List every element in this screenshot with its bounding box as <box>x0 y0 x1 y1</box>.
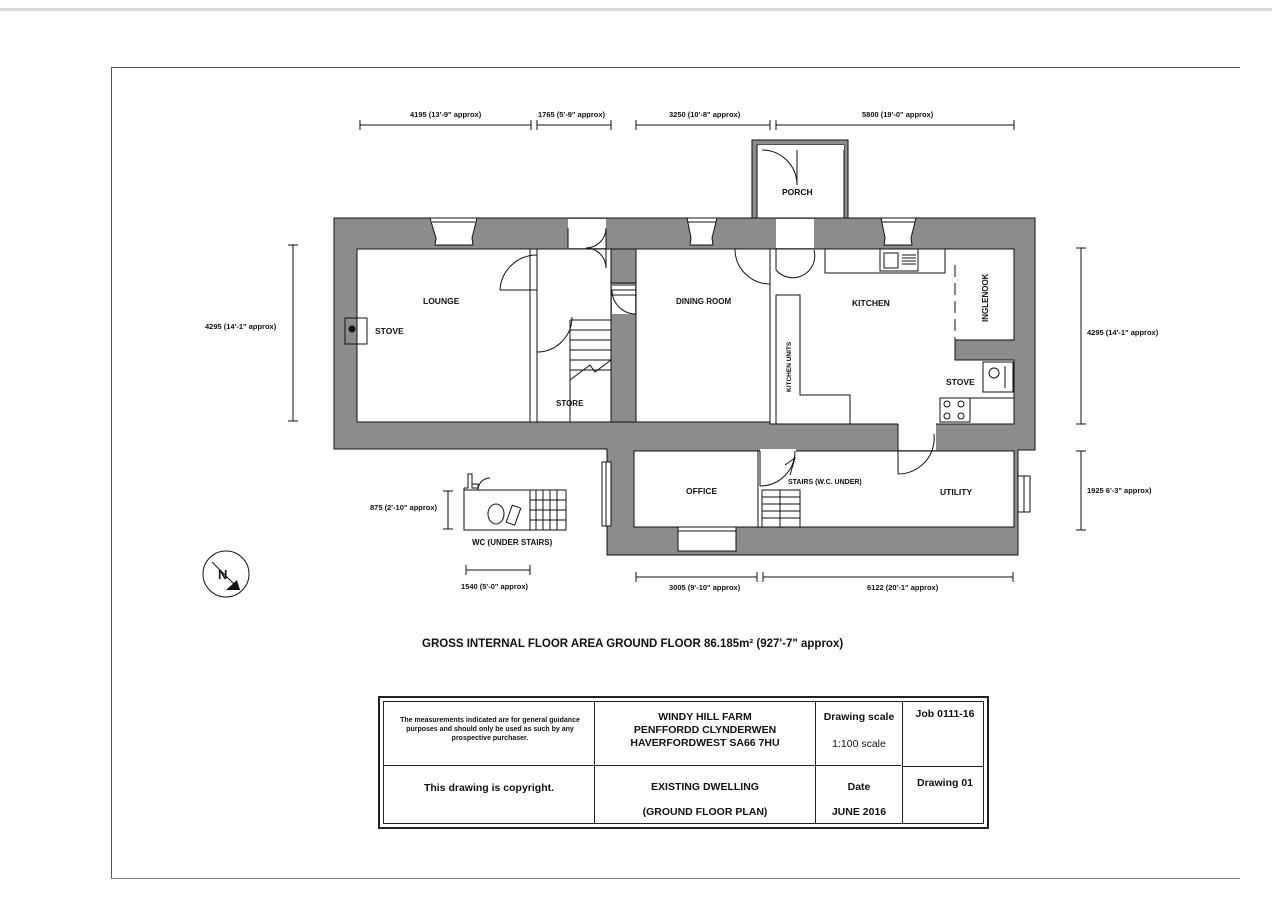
sheet-edge <box>0 8 1272 11</box>
drawing-border <box>111 67 1240 68</box>
room-label-kitchen: KITCHEN <box>852 298 890 308</box>
room-label-lounge: LOUNGE <box>423 296 460 306</box>
wc-detail <box>463 473 567 531</box>
drawing-number: Drawing 01 <box>916 777 974 789</box>
room-label-office: OFFICE <box>686 486 717 496</box>
address-line: PENFFORDD CLYNDERWEN <box>633 724 777 736</box>
scale-label: Drawing scale <box>823 711 895 723</box>
floor-area-caption: GROSS INTERNAL FLOOR AREA GROUND FLOOR 8… <box>422 638 844 650</box>
dimension-label: 4295 (14'-1" approx) <box>205 322 277 331</box>
dimension-labels: 4195 (13'-9" approx) 1765 (5'-9" approx)… <box>205 110 1159 592</box>
date-label: Date <box>847 781 871 793</box>
dimension-label: 3250 (10'-8" approx) <box>669 110 741 119</box>
north-label: N <box>218 567 227 582</box>
disclaimer-text: The measurements indicated are for gener… <box>400 717 580 742</box>
dimension-label: 1765 (5'-9" approx) <box>538 110 606 119</box>
walls <box>333 139 1036 556</box>
fittings <box>344 248 1014 527</box>
room-label-kitchen-units: KITCHEN UNITS <box>786 341 793 392</box>
door-swings <box>499 149 935 487</box>
scale-value: 1:100 scale <box>832 738 886 750</box>
dimension-lines <box>288 120 1086 582</box>
room-label-wc: WC (UNDER STAIRS) <box>472 538 553 547</box>
room-label-dining-room: DINING ROOM <box>676 297 731 306</box>
room-label-utility: UTILITY <box>940 487 972 497</box>
drawing-border <box>111 878 1240 879</box>
dimension-label: 6122 (20'-1" approx) <box>867 583 939 592</box>
room-label-stove: STOVE <box>375 326 404 336</box>
dimension-label: 3005 (9'-10" approx) <box>669 583 741 592</box>
date-value: JUNE 2016 <box>831 806 887 818</box>
drawing-title: EXISTING DWELLING <box>651 781 759 793</box>
room-label-store: STORE <box>556 399 584 408</box>
address-line: WINDY HILL FARM <box>658 711 752 723</box>
room-label-inglenook: INGLENOOK <box>981 273 990 322</box>
title-block: The measurements indicated are for gener… <box>378 696 989 829</box>
room-label-porch: PORCH <box>782 187 813 197</box>
dimension-label: 1540 (5'-0" approx) <box>461 582 529 591</box>
room-label-stairs: STAIRS (W.C. UNDER) <box>788 479 862 486</box>
room-labels: LOUNGE STOVE STORE DINING ROOM PORCH KIT… <box>375 187 990 547</box>
job-number: Job 0111-16 <box>915 708 975 720</box>
dimension-label: 5800 (19'-0" approx) <box>862 110 934 119</box>
room-label-kitchen-stove: STOVE <box>946 377 975 387</box>
dimension-label: 875 (2'-10" approx) <box>370 503 438 512</box>
dimension-label: 1925 6'-3" approx) <box>1087 486 1152 495</box>
dimension-label: 4195 (13'-9" approx) <box>410 110 482 119</box>
chimney-stacks <box>429 217 1031 552</box>
north-arrow: N <box>202 550 250 598</box>
drawing-border <box>111 67 112 879</box>
dimension-label: 4295 (14'-1" approx) <box>1087 328 1159 337</box>
address-line: HAVERFORDWEST SA66 7HU <box>630 737 780 749</box>
drawing-subtitle: (GROUND FLOOR PLAN) <box>642 806 768 818</box>
copyright-text: This drawing is copyright. <box>423 782 555 794</box>
